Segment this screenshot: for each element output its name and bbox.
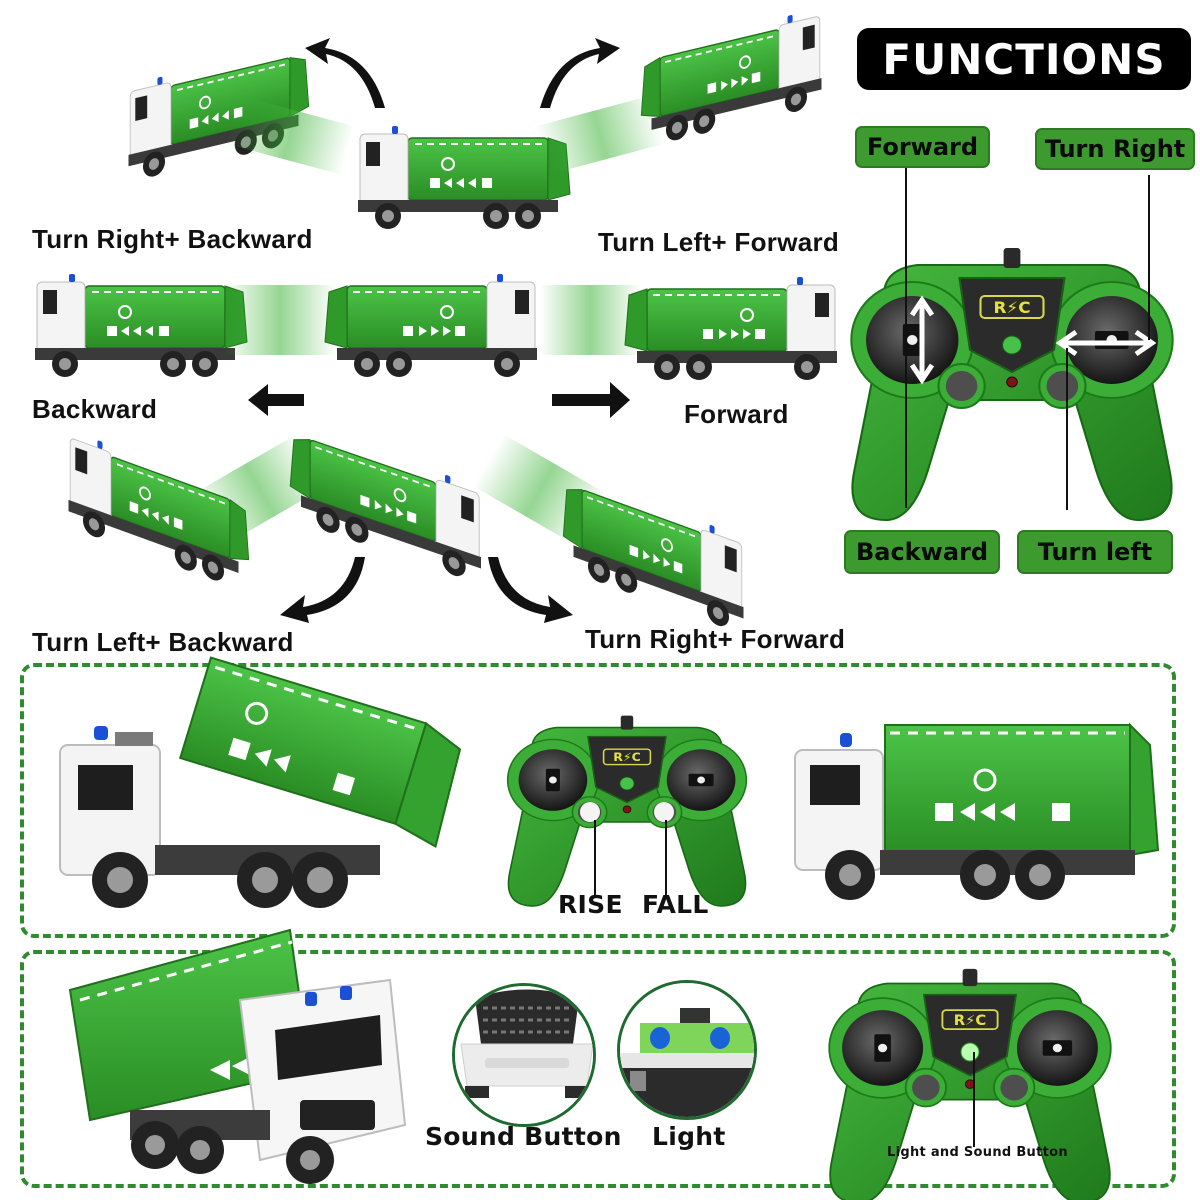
label-turn-left-forward: Turn Left+ Forward [598,227,840,257]
truck-turn-left-forward-image [640,6,823,150]
curved-arrow-up-right-icon [540,38,620,108]
label-sound-button: Sound Button [425,1122,622,1151]
callout-backward: Backward [844,530,1000,574]
leader-line-forward-backward [905,168,907,508]
motion-blur [540,285,640,355]
grille-icon [455,986,593,1124]
siren-light-icon [620,983,754,1117]
callout-turn-left: Turn left [1017,530,1173,574]
light-sound-section [20,950,1176,1188]
curved-arrow-down-left-icon [280,557,365,623]
up-down-arrow-icon [909,295,935,385]
leader-line-turn-left [1066,348,1068,510]
curved-arrow-up-left-icon [305,38,385,108]
sound-button-closeup [452,983,596,1127]
label-light: Light [652,1122,726,1151]
truck-center-middle-image [324,273,538,378]
label-rise: RISE [558,890,623,919]
curved-arrow-down-right-icon [488,557,573,623]
leader-line-light-sound [973,1052,975,1147]
raised-bin [178,656,462,849]
rise-button [580,802,600,822]
truck-turn-left-backward-image [67,428,250,594]
label-turn-left-backward: Turn Left+ Backward [32,627,294,657]
truck-chassis [92,845,380,908]
leader-line-rise [594,820,596,895]
truck-cab [59,726,161,876]
label-light-and-sound-button: Light and Sound Button [887,1145,1068,1160]
arrow-left-icon [248,384,304,416]
light-sound-button-glow [960,1042,980,1062]
label-fall: FALL [642,890,709,919]
truck-turn-right-forward-image [562,470,745,636]
truck-forward-image [624,276,838,381]
callout-forward: Forward [855,126,990,168]
remote-controller-main [850,246,1174,522]
dump-function-section [20,663,1176,938]
motion-blur [225,95,355,175]
truck-backward-image [34,273,248,378]
functions-title: FUNCTIONS [857,28,1191,90]
truck-front-angle-image [68,928,407,1184]
callout-turn-right: Turn Right [1035,128,1195,170]
label-turn-right-forward: Turn Right+ Forward [585,624,846,654]
label-forward: Forward [684,399,789,429]
left-right-arrow-icon [1055,329,1157,357]
leader-line-fall [665,820,667,895]
label-turn-right-backward: Turn Right+ Backward [32,224,313,254]
truck-dump-lowered-image [794,722,1160,900]
leader-line-turn-right [1148,175,1150,340]
truck-center-top-image [357,125,571,230]
truck-dump-raised-image [59,656,462,908]
arrow-right-icon [552,382,630,418]
label-backward: Backward [32,394,158,424]
motion-blur [535,95,665,175]
motion-blur [225,285,335,355]
remote-controller-dump [506,714,748,907]
light-closeup [617,980,757,1120]
fall-button [654,802,674,822]
